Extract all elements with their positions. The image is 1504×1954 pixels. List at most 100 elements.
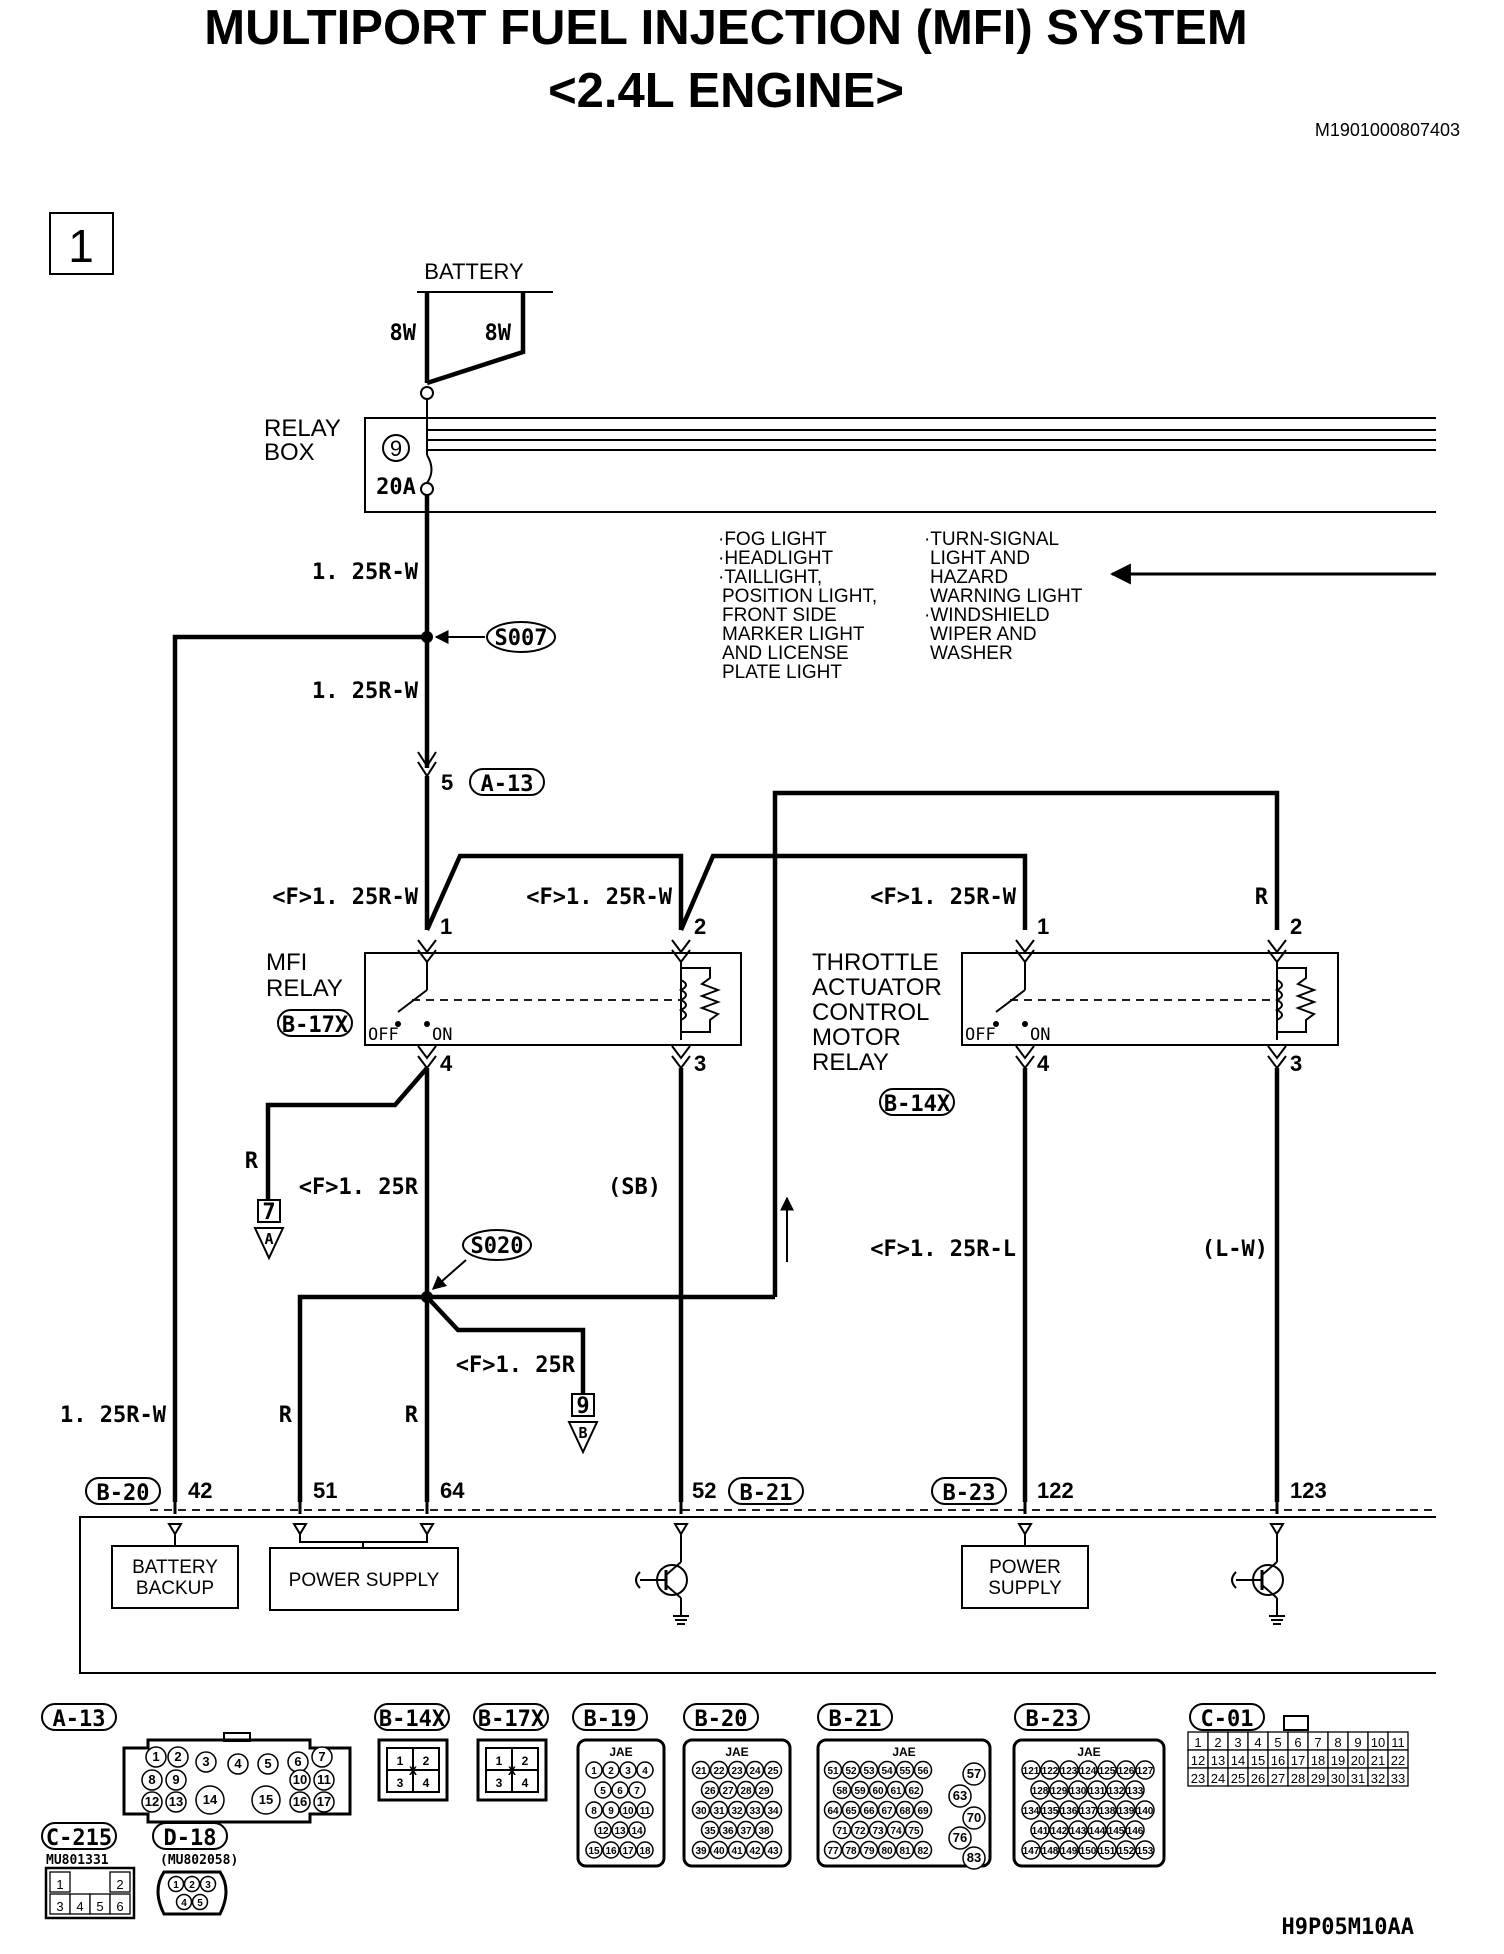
legend-b21-pin-61: 61 [890, 1786, 902, 1797]
legend-b20-pin-31: 31 [713, 1806, 725, 1817]
battery-wires [424, 292, 526, 386]
legend-a13-pin-3-hole [195, 1751, 217, 1773]
ecm-pin-42: 42 [188, 1478, 212, 1503]
legend-b20-pin-23-hole [727, 1760, 747, 1780]
throttle-coil-feed-wire [772, 790, 1280, 1297]
ecm-connector-b23: B-23 [943, 1481, 996, 1506]
legend-b23-badge [1014, 1703, 1090, 1731]
legend-b23-pin-139-hole [1116, 1800, 1136, 1820]
fuse-number-circle [382, 434, 410, 462]
legend-b19-pin-1-hole [585, 1761, 603, 1779]
legend-b21-pin-70-hole [962, 1806, 986, 1830]
legend-b23-pin-140-hole [1135, 1800, 1155, 1820]
legend-b23-pin-145-hole [1106, 1820, 1126, 1840]
circuits-col1-line7: AND LICENSE [722, 643, 849, 664]
legend-b23-pin-146: 146 [1127, 1826, 1144, 1837]
wire-label-f125rw-1: <F>1. 25R-W [272, 885, 418, 910]
legend-b23-pin-137-hole [1078, 1800, 1098, 1820]
legend-b23-pin-149: 149 [1061, 1846, 1078, 1857]
legend-b23-pin-143: 143 [1070, 1826, 1087, 1837]
legend-c01-pin-33: 33 [1391, 1771, 1405, 1786]
legend-a13-pin-15-hole [251, 1785, 281, 1815]
legend-c01-pin-12: 12 [1191, 1753, 1205, 1768]
legend-b23-pin-150-hole [1078, 1840, 1098, 1860]
legend-a13-pin-5: 5 [264, 1756, 271, 1771]
legend-b20-pin-36-hole [718, 1820, 738, 1840]
legend-b23-pin-136: 136 [1061, 1806, 1078, 1817]
legend-c01-pin-13: 13 [1211, 1753, 1225, 1768]
legend-c01-pin-5: 5 [1274, 1735, 1281, 1750]
legend-c215-pin-6-cell [109, 1893, 131, 1915]
wire-label-r-top: R [1255, 885, 1269, 910]
legend-b23-pin-145: 145 [1108, 1826, 1125, 1837]
legend-b20-pin-28-hole [736, 1780, 756, 1800]
circuits-col1-line5: FRONT SIDE [722, 605, 837, 626]
legend-b14x-pin-3: 3 [397, 1776, 404, 1790]
wire-label-f125rl: <F>1. 25R-L [870, 1237, 1016, 1262]
circuits-col1-line4: POSITION LIGHT, [722, 586, 877, 607]
splice-s020-badge [462, 1229, 532, 1261]
legend-b23-pin-150: 150 [1080, 1846, 1097, 1857]
legend-c01-pin-9: 9 [1354, 1735, 1361, 1750]
legend-b21-pin-79: 79 [863, 1846, 875, 1857]
legend-b20-pin-30-hole [691, 1800, 711, 1820]
legend-b21-pin-73: 73 [872, 1826, 884, 1837]
legend-b19-pin-18: 18 [639, 1846, 651, 1857]
legend-b23-pin-128: 128 [1032, 1786, 1049, 1797]
connector-a13-pin: 5 [441, 770, 453, 795]
throttle-relay-box [961, 952, 1339, 1046]
legend-a13-pin-14: 14 [203, 1792, 218, 1807]
legend-b21-pin-76-hole [948, 1826, 972, 1850]
legend-b20-pin-31-hole [709, 1800, 729, 1820]
legend-b23-pin-131: 131 [1089, 1786, 1106, 1797]
legend-b20-pin-24-hole [745, 1760, 765, 1780]
legend-b23-pin-135: 135 [1042, 1806, 1059, 1817]
legend-b23-pin-126: 126 [1118, 1766, 1135, 1777]
legend-b21-pin-65-hole [841, 1800, 861, 1820]
jumper-wire-mfi-pin2 [424, 853, 684, 931]
legend-b20-pin-32-hole [727, 1800, 747, 1820]
legend-b19-face [576, 1738, 666, 1868]
fuse-terminal-top [420, 386, 434, 400]
legend-b21-pin-67-hole [877, 1800, 897, 1820]
legend-b23-pin-125-hole [1097, 1760, 1117, 1780]
throttle-relay-connector-badge [879, 1088, 955, 1116]
fuse-element-icon [426, 454, 433, 484]
legend-b19-pin-5-hole [594, 1781, 612, 1799]
legend-c01-pin-26: 26 [1251, 1771, 1265, 1786]
ecm-terminal-51-icon [292, 1523, 308, 1536]
legend-b23-pin-129: 129 [1051, 1786, 1068, 1797]
legend-a13-pin-10-hole [289, 1769, 311, 1791]
ecm-pin-122: 122 [1037, 1478, 1074, 1503]
legend-c01-pin-16: 16 [1271, 1753, 1285, 1768]
legend-c01-pin-22: 22 [1391, 1753, 1405, 1768]
legend-b14x-badge [374, 1703, 450, 1731]
legend-b21-pin-54: 54 [881, 1766, 893, 1777]
mfi-relay-pin1-symbol [417, 939, 437, 964]
circuits-col2-line2: LIGHT AND [930, 548, 1030, 569]
legend-b20-pin-39: 39 [695, 1846, 707, 1857]
offpage-b-wire [425, 1295, 586, 1394]
legend-b19-pin-17-hole [619, 1841, 637, 1859]
legend-a13-pin-4: 4 [234, 1756, 242, 1771]
legend-b21-pin-57-hole [962, 1762, 986, 1786]
wire-label-sb: (SB) [608, 1175, 661, 1200]
legend-b19-pin-3: 3 [625, 1766, 631, 1777]
legend-b21-pin-81-hole [895, 1840, 915, 1860]
connector-a13-badge [469, 768, 545, 796]
throttle-relay-label-5: RELAY [812, 1049, 889, 1076]
legend-a13-pin-7-hole [311, 1746, 333, 1768]
legend-b19-pin-13-hole [611, 1821, 629, 1839]
legend-b23-pin-143-hole [1068, 1820, 1088, 1840]
legend-b19-pin-2: 2 [608, 1766, 614, 1777]
mfi-relay-pin2-symbol [671, 939, 691, 964]
legend-b14x-name: B-14X [379, 1707, 445, 1732]
ecm-connector-b20: B-20 [97, 1481, 150, 1506]
ecm-power-supply2-box [961, 1545, 1089, 1609]
legend-b21-pin-63-hole [948, 1784, 972, 1808]
legend-b23-pin-125: 125 [1099, 1766, 1116, 1777]
legend-c01-pin-20: 20 [1351, 1753, 1365, 1768]
fuse-terminal-bottom [420, 482, 434, 496]
legend-b21-pin-57: 57 [967, 1766, 981, 1781]
